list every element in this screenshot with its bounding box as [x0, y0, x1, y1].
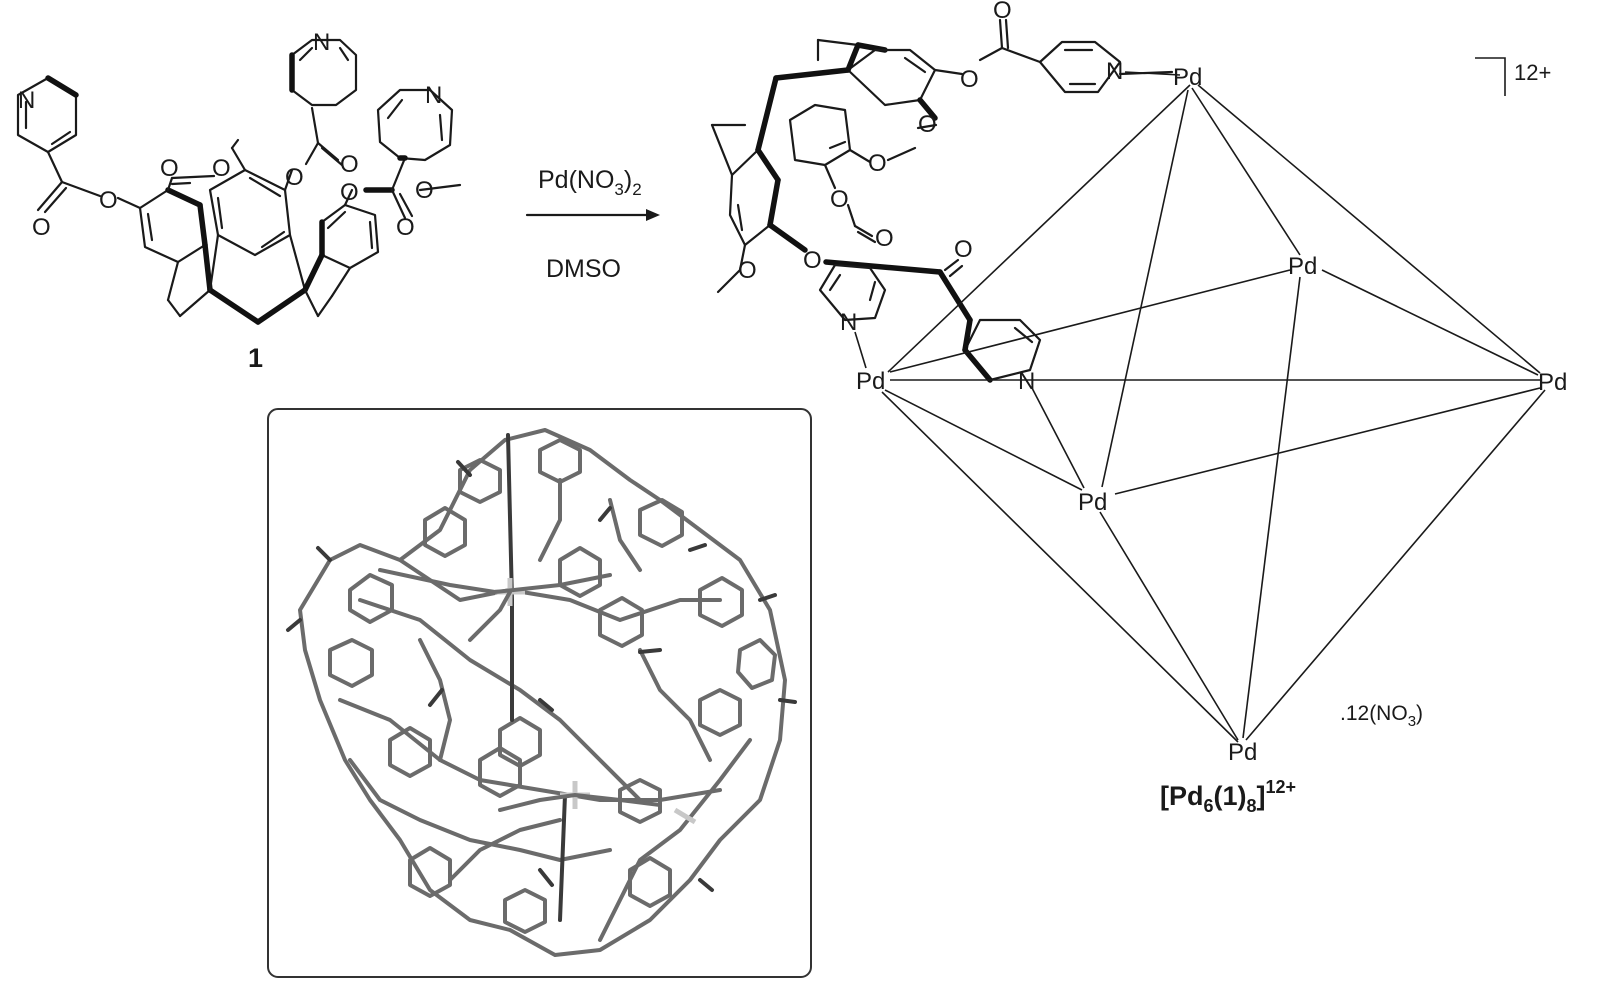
crystal-structure-render: [286, 428, 797, 957]
ligand-atom-o-7: O: [340, 179, 359, 206]
cage-atom-n-left: N: [840, 309, 857, 336]
pd-octahedron-edges: [854, 57, 1546, 743]
counterion-label: .12(NO3): [1340, 702, 1423, 730]
pd-label-back-right: Pd: [1288, 253, 1317, 280]
ligand-1-structure: [16, 38, 462, 325]
cage-atom-o-3: O: [918, 111, 937, 138]
pd-label-front: Pd: [1078, 489, 1107, 516]
cage-atom-n-top: N: [1106, 58, 1123, 85]
pd-label-right: Pd: [1538, 369, 1567, 396]
cage-atom-o-9: O: [803, 247, 822, 274]
ligand-atom-o-1: O: [32, 214, 51, 241]
pd-label-top: Pd: [1173, 64, 1202, 91]
cage-atom-o-4: O: [868, 150, 887, 177]
ligand-atom-n-top: N: [313, 29, 330, 56]
solvent-label: DMSO: [546, 255, 621, 283]
ligand-atom-o-9: O: [415, 177, 434, 204]
cage-atom-o-5: O: [830, 186, 849, 213]
cage-atom-o-8: O: [738, 257, 757, 284]
cage-atom-n-bottom: N: [1018, 368, 1035, 395]
pd-label-bottom: Pd: [1228, 739, 1257, 766]
ligand-atom-o-5: O: [285, 164, 304, 191]
ligand-atom-o-4: O: [212, 155, 231, 182]
cage-atom-o-6: O: [875, 225, 894, 252]
cage-ligand-fragment: [710, 18, 1174, 383]
compound-number-label: 1: [248, 343, 263, 373]
ligand-atom-n-right: N: [425, 82, 442, 109]
ligand-atom-o-2: O: [99, 187, 118, 214]
cage-charge-label: 12+: [1514, 60, 1551, 85]
cage-atom-o-7: O: [954, 236, 973, 263]
cage-atom-o-2: O: [960, 66, 979, 93]
reagent-label: Pd(NO3)2: [538, 166, 642, 199]
cage-formula-label: [Pd6(1)8]12+: [1160, 777, 1296, 816]
reaction-arrow: [525, 209, 660, 221]
ligand-atom-o-6: O: [340, 151, 359, 178]
ligand-atom-o-3: O: [160, 155, 179, 182]
ligand-atom-o-8: O: [396, 214, 415, 241]
pd-label-left: Pd: [856, 368, 885, 395]
ligand-atom-n-left: N: [18, 87, 35, 114]
cage-atom-o-1: O: [993, 0, 1012, 24]
